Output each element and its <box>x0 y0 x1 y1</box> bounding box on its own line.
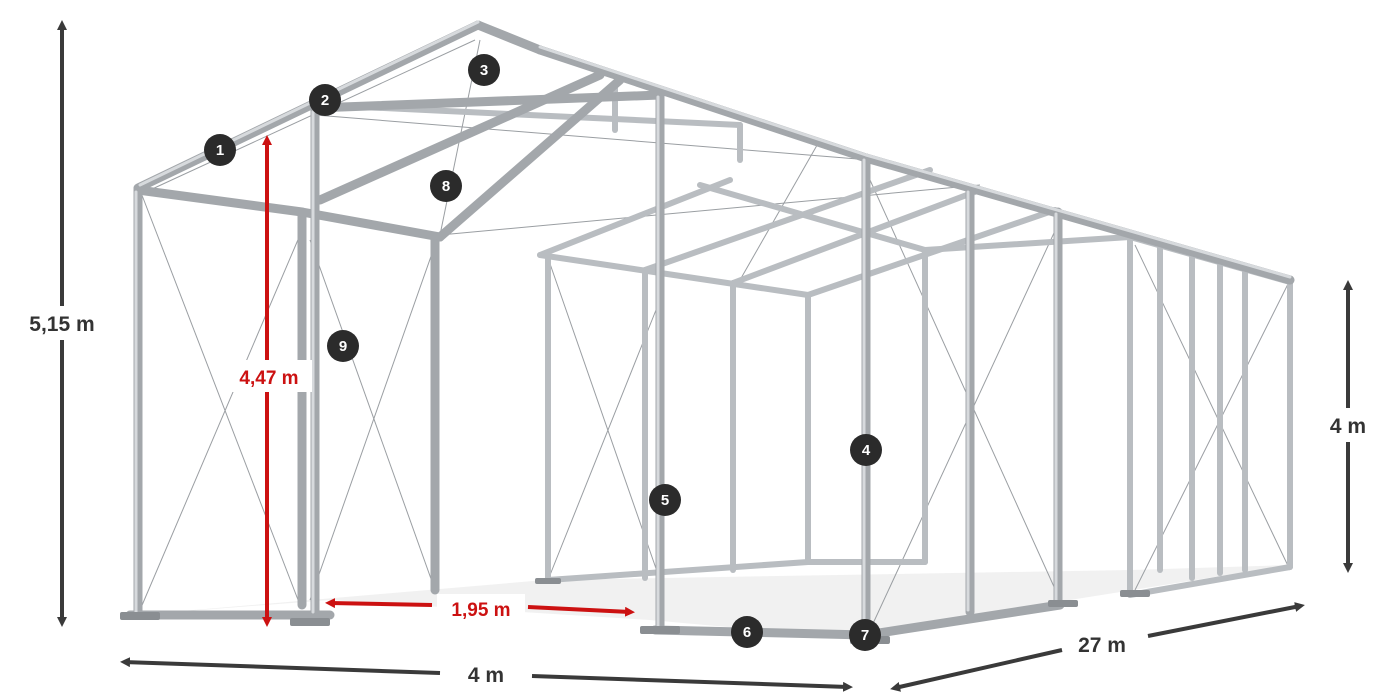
length-arrow-right <box>1147 602 1305 638</box>
length-label: 27 m <box>1078 634 1126 657</box>
marker-7: 7 <box>849 619 881 651</box>
marker-7-text: 7 <box>861 627 869 644</box>
front-frame <box>125 20 1295 640</box>
marker-1-text: 1 <box>216 142 224 159</box>
marker-5: 5 <box>649 484 681 516</box>
marker-2: 2 <box>309 84 341 116</box>
marker-3: 3 <box>468 54 500 86</box>
marker-4-text: 4 <box>862 442 871 459</box>
part-markers: 1 2 3 4 5 6 7 8 <box>204 54 882 651</box>
width-label: 4 m <box>468 664 504 687</box>
marker-6: 6 <box>731 616 763 648</box>
base-plates <box>120 578 1150 644</box>
length-arrow-left <box>890 648 1063 692</box>
marker-4: 4 <box>850 434 882 466</box>
door-width-label: 1,95 m <box>451 600 510 621</box>
marker-1: 1 <box>204 134 236 166</box>
floor-shadow <box>135 565 1290 640</box>
door-width-arrow-right <box>527 605 635 617</box>
marker-8: 8 <box>430 170 462 202</box>
total-height-label: 5,15 m <box>29 313 94 336</box>
width-arrow-right <box>531 674 853 692</box>
marker-2-text: 2 <box>321 92 329 109</box>
frame-highlights <box>134 20 1292 634</box>
dimension-labels: 5,15 m 4 m 4,47 m 1,95 m 4 m 27 m <box>12 306 1384 687</box>
door-width-arrow-left <box>325 598 433 609</box>
marker-6-text: 6 <box>743 624 751 641</box>
marker-3-text: 3 <box>480 62 488 79</box>
side-height-label: 4 m <box>1330 415 1366 438</box>
marker-8-text: 8 <box>442 178 450 195</box>
marker-9-text: 9 <box>339 338 347 355</box>
inner-height-label: 4,47 m <box>239 368 298 389</box>
width-arrow-left <box>120 657 441 675</box>
marker-9: 9 <box>327 330 359 362</box>
rear-frame <box>317 85 1293 598</box>
marker-5-text: 5 <box>661 492 669 509</box>
